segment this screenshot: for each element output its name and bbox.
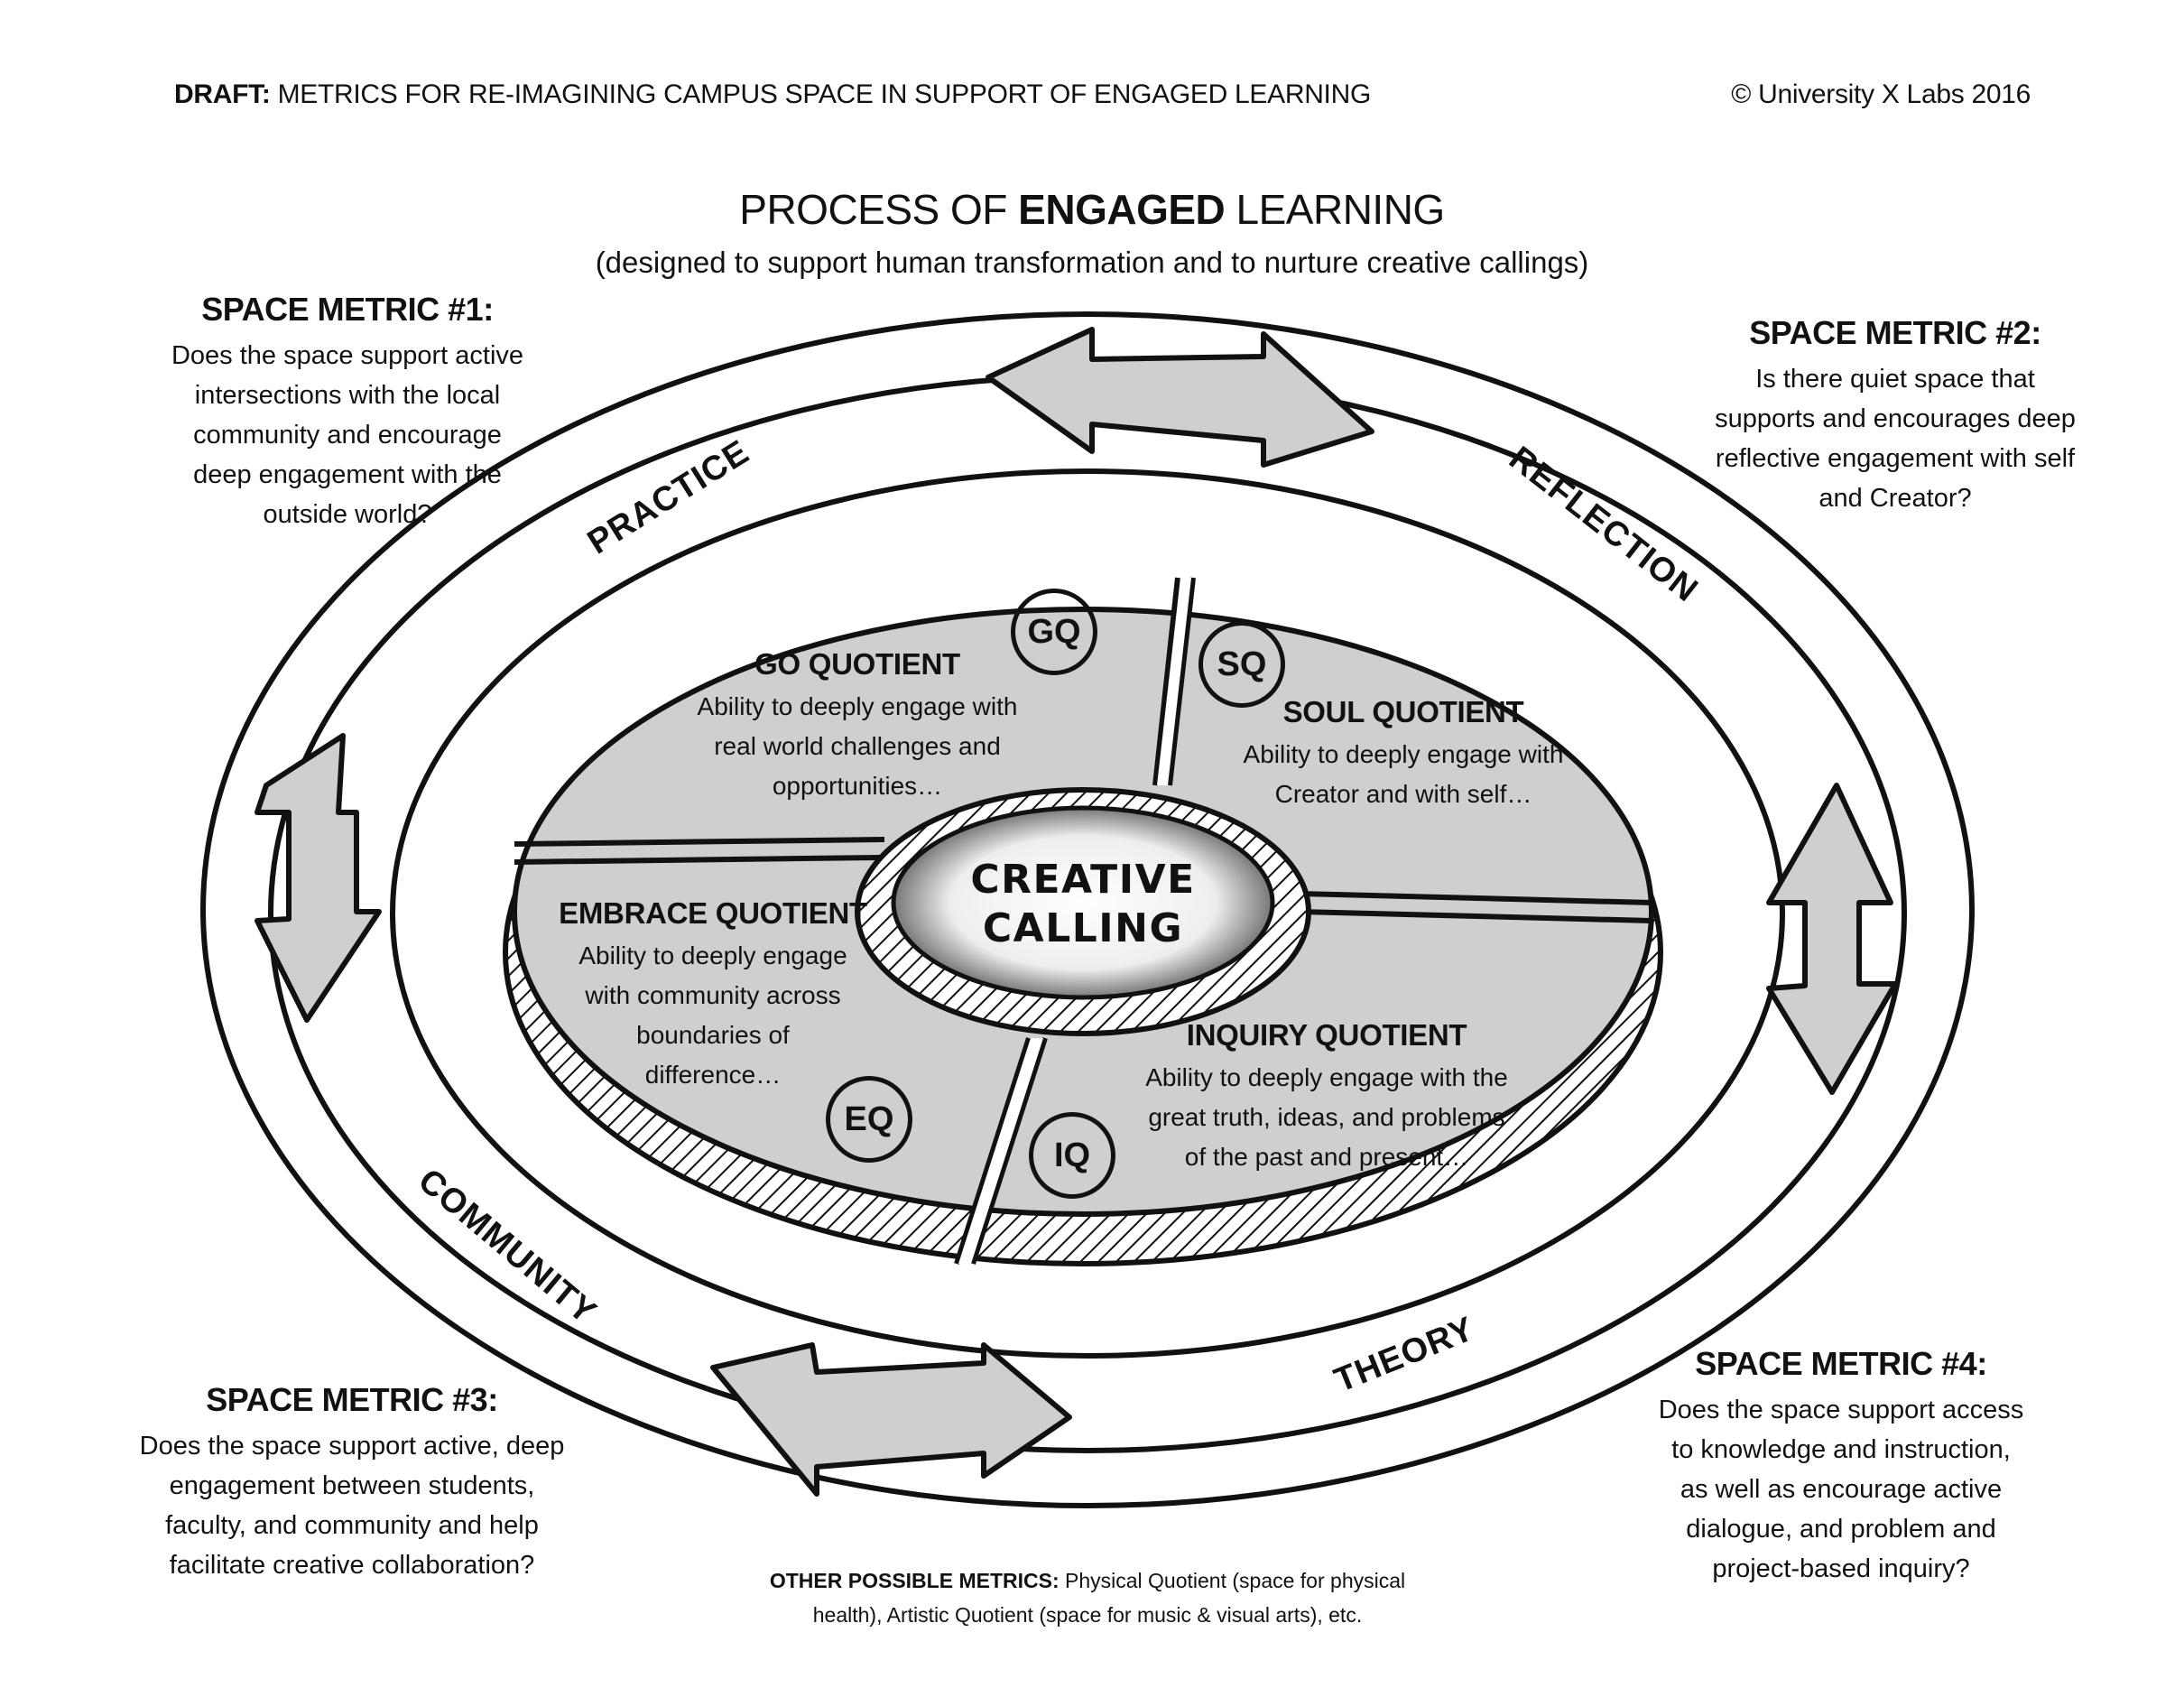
quotient-title: SOUL QUOTIENT <box>1282 695 1524 728</box>
other-line-2: health), Artistic Quotient (space for mu… <box>812 1603 1363 1627</box>
copyright: © University X Labs 2016 <box>1731 79 2031 109</box>
quotient-line: Ability to deeply engage <box>578 941 847 969</box>
quotient-line: Creator and with self… <box>1274 780 1532 808</box>
metric-title: SPACE METRIC #1: <box>201 291 494 328</box>
sq-badge: SQ <box>1198 621 1285 708</box>
quadrant-dividers <box>514 577 1652 1265</box>
title-emphasis: ENGAGED <box>1018 186 1226 233</box>
divider-gaps <box>958 578 1191 1264</box>
metric-line: reflective engagement with self <box>1715 444 2076 473</box>
metric-line: outside world? <box>263 500 432 529</box>
eq-badge: EQ <box>826 1076 912 1163</box>
other-text-1: Physical Quotient (space for physical <box>1065 1569 1406 1592</box>
draft-header: DRAFT: METRICS FOR RE-IMAGINING CAMPUS S… <box>174 79 1371 110</box>
metric-line: Does the space support active, deep <box>139 1432 565 1461</box>
metric-line: and Creator? <box>1818 484 1972 513</box>
quotient-line: of the past and present… <box>1184 1143 1469 1171</box>
quotient-line: with community across <box>585 981 841 1009</box>
metric-line: intersections with the local <box>194 381 501 410</box>
quotient-line: Ability to deeply engage with the <box>1145 1063 1508 1091</box>
inner-cycle-ring <box>390 468 1785 1359</box>
quotient-title: EMBRACE QUOTIENT <box>559 896 867 930</box>
metric-line: faculty, and community and help <box>165 1511 539 1540</box>
quotient-line: Ability to deeply engage with <box>1243 740 1564 768</box>
diagram-subtitle: (designed to support human transformatio… <box>595 246 1589 279</box>
metric-title: SPACE METRIC #2: <box>1749 314 2041 351</box>
quotient-line: difference… <box>644 1061 782 1089</box>
other-metrics-note: OTHER POSSIBLE METRICS: Physical Quotien… <box>726 1563 1448 1632</box>
center-hole <box>855 787 1311 1036</box>
metric-line: engagement between students, <box>169 1471 535 1500</box>
space-metric-3: SPACE METRIC #3: Does the space support … <box>108 1381 596 1585</box>
creative-calling-label: CREATIVE CALLING <box>902 856 1263 953</box>
other-label: OTHER POSSIBLE METRICS: <box>769 1569 1060 1592</box>
left-flow-arrow <box>254 733 382 1023</box>
embrace-quotient: EMBRACE QUOTIENT Ability to deeply engag… <box>555 896 871 1095</box>
center-line-1: CREATIVE <box>970 857 1196 903</box>
metric-line: Is there quiet space that <box>1755 365 2035 394</box>
diagram-title: PROCESS OF ENGAGED LEARNING <box>0 185 2184 234</box>
draft-label: DRAFT: <box>174 79 271 109</box>
metric-title: SPACE METRIC #4: <box>1695 1345 1987 1382</box>
quotient-line: real world challenges and <box>714 732 1001 760</box>
metric-line: deep engagement with the <box>193 460 502 489</box>
metric-title: SPACE METRIC #3: <box>206 1381 498 1418</box>
gq-badge: GQ <box>1011 589 1097 675</box>
quotient-title: INQUIRY QUOTIENT <box>1186 1018 1467 1052</box>
iq-badge: IQ <box>1029 1112 1115 1199</box>
quotient-line: great truth, ideas, and problems <box>1148 1103 1505 1131</box>
metric-line: as well as encourage active <box>1680 1475 2003 1504</box>
space-metric-1: SPACE METRIC #1: Does the space support … <box>135 291 560 534</box>
quotient-line: Ability to deeply engage with <box>697 692 1018 720</box>
space-metric-2: SPACE METRIC #2: Is there quiet space th… <box>1670 314 2121 518</box>
quotient-title: GO QUOTIENT <box>754 647 960 681</box>
quotient-line: opportunities… <box>772 772 943 800</box>
right-flow-arrow <box>1766 783 1898 1095</box>
other-line-1: OTHER POSSIBLE METRICS: Physical Quotien… <box>726 1563 1448 1598</box>
metric-line: Does the space support active <box>171 341 524 370</box>
go-quotient: GO QUOTIENT Ability to deeply engage wit… <box>677 647 1038 806</box>
top-flow-arrow <box>986 327 1374 468</box>
bottom-flow-arrow <box>710 1342 1072 1497</box>
soul-quotient: SOUL QUOTIENT Ability to deeply engage w… <box>1223 695 1584 814</box>
center-line-2: CALLING <box>982 905 1184 951</box>
metric-line: project-based inquiry? <box>1712 1554 1970 1583</box>
metric-line: community and encourage <box>193 421 502 450</box>
title-prefix: PROCESS OF <box>739 186 1007 233</box>
inquiry-quotient: INQUIRY QUOTIENT Ability to deeply engag… <box>1133 1018 1521 1177</box>
quotient-line: boundaries of <box>636 1021 790 1049</box>
metric-line: to knowledge and instruction, <box>1671 1435 2011 1464</box>
metric-line: dialogue, and problem and <box>1686 1515 1996 1544</box>
metric-line: facilitate creative collaboration? <box>169 1551 535 1580</box>
title-suffix: LEARNING <box>1235 186 1446 233</box>
space-metric-4: SPACE METRIC #4: Does the space support … <box>1624 1345 2058 1589</box>
draft-text: METRICS FOR RE-IMAGINING CAMPUS SPACE IN… <box>277 79 1372 109</box>
metric-line: supports and encourages deep <box>1715 404 2076 433</box>
metric-line: Does the space support access <box>1658 1396 2024 1424</box>
